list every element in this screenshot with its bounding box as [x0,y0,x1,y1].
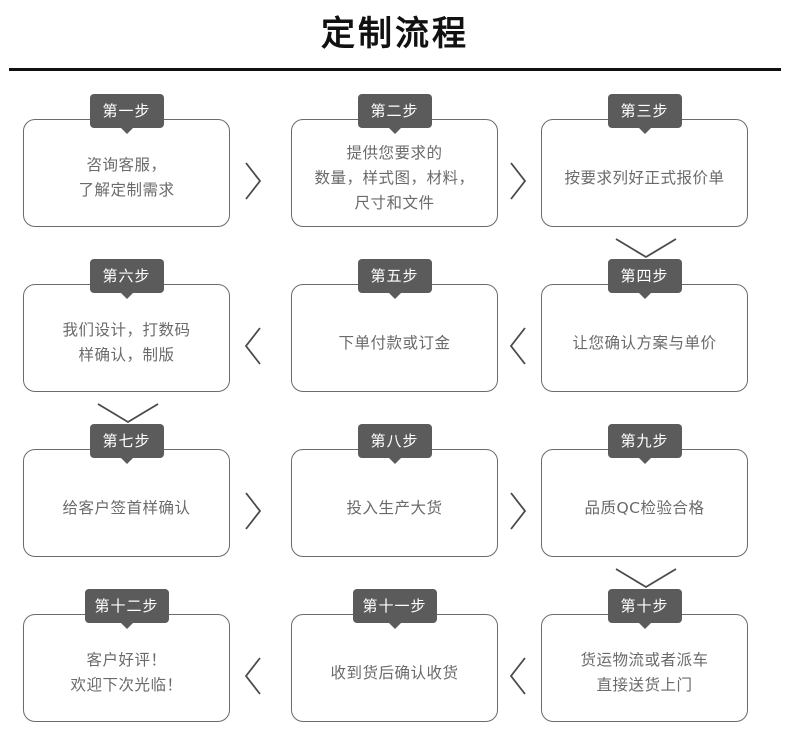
flow-row-2: 第六步 我们设计，打数码 样确认，制版 第五步 下单付款或订金 [0,259,790,424]
step-number-label: 第三步 [620,102,669,120]
page-header: 定制流程 [0,0,790,71]
step-text-line: 欢迎下次光临！ [70,676,183,694]
step-number-label: 第二步 [370,102,419,120]
step-card-body: 按要求列好正式报价单 [541,119,748,227]
step-card-outline [291,614,498,722]
connector-chevron-down [90,398,166,428]
step-card-6[interactable]: 第六步 我们设计，打数码 样确认，制版 [23,259,230,392]
step-text-line: 投入生产大货 [346,498,443,517]
step-card-body: 投入生产大货 [291,449,498,557]
step-card-12[interactable]: 第十二步 客户好评！ 欢迎下次光临！ [23,589,230,722]
connector-chevron-left [240,654,266,698]
step-card-outline [23,119,230,227]
step-card-outline [291,449,498,557]
step-number-label: 第四步 [620,267,669,285]
step-number-tab: 第七步 [89,424,164,464]
step-number-tab: 第三步 [607,94,682,134]
step-card-1[interactable]: 第一步 咨询客服， 了解定制需求 [23,94,230,227]
step-card-body: 下单付款或订金 [291,284,498,392]
connector-chevron-right [240,489,266,533]
step-text-line: 让您确认方案与单价 [572,333,717,352]
step-card-body: 咨询客服， 了解定制需求 [23,119,230,227]
step-card-body: 我们设计，打数码 样确认，制版 [23,284,230,392]
step-text-line: 给客户签首样确认 [62,498,191,517]
step-text-line: 按要求列好正式报价单 [564,168,725,187]
step-number-tab: 第十一步 [352,589,437,629]
step-number-tab: 第五步 [357,259,432,299]
flow-row-3: 第七步 给客户签首样确认 第八步 投入生产大货 第九步 [0,424,790,589]
step-text-line: 提供您要求的 [346,143,443,162]
step-text-line: 货运物流或者派车 [580,651,709,669]
step-card-outline [23,449,230,557]
step-card-9[interactable]: 第九步 品质QC检验合格 [541,424,748,557]
step-card-2[interactable]: 第二步 提供您要求的 数量，样式图，材料， 尺寸和文件 [291,94,498,227]
step-number-label: 第十二步 [94,597,159,615]
step-card-11[interactable]: 第十一步 收到货后确认收货 [291,589,498,722]
connector-chevron-right [505,159,531,203]
connector-chevron-down [608,563,684,593]
flow-row-4: 第十二步 客户好评！ 欢迎下次光临！ 第十一步 收到货后确认收货 [0,589,790,732]
connector-chevron-right [505,489,531,533]
page-title: 定制流程 [321,14,469,54]
step-number-label: 第十一步 [362,597,427,615]
flow-row-1: 第一步 咨询客服， 了解定制需求 第二步 提供您要求的 数量，样式图，材料， 尺… [0,94,790,259]
step-number-label: 第十步 [620,597,669,615]
step-card-4[interactable]: 第四步 让您确认方案与单价 [541,259,748,392]
step-text-line: 直接送货上门 [596,676,693,694]
step-card-body: 货运物流或者派车 直接送货上门 [541,614,748,722]
step-number-label: 第八步 [370,432,419,450]
step-card-10[interactable]: 第十步 货运物流或者派车 直接送货上门 [541,589,748,722]
step-card-3[interactable]: 第三步 按要求列好正式报价单 [541,94,748,227]
step-text-line: 数量，样式图，材料， [314,168,475,187]
step-card-outline [541,614,748,722]
step-number-tab: 第一步 [89,94,164,134]
step-card-7[interactable]: 第七步 给客户签首样确认 [23,424,230,557]
step-card-outline [541,119,748,227]
step-text-line: 收到货后确认收货 [330,663,459,682]
step-number-tab: 第四步 [607,259,682,299]
connector-chevron-right [240,159,266,203]
step-text-line: 咨询客服， [86,156,167,174]
step-number-label: 第五步 [370,267,419,285]
step-text-line: 客户好评！ [86,651,167,669]
step-number-label: 第六步 [102,267,151,285]
step-number-tab: 第十二步 [84,589,169,629]
connector-chevron-left [240,324,266,368]
step-text-line: 品质QC检验合格 [584,498,705,517]
step-card-body: 让您确认方案与单价 [541,284,748,392]
step-text-line: 下单付款或订金 [338,333,451,352]
step-number-tab: 第二步 [357,94,432,134]
step-number-tab: 第九步 [607,424,682,464]
connector-chevron-left [505,324,531,368]
step-card-body: 给客户签首样确认 [23,449,230,557]
connector-chevron-down [608,233,684,263]
process-flowchart: 第一步 咨询客服， 了解定制需求 第二步 提供您要求的 数量，样式图，材料， 尺… [0,71,790,751]
step-number-tab: 第十步 [607,589,682,629]
connector-chevron-left [505,654,531,698]
step-number-label: 第九步 [620,432,669,450]
title-divider [9,68,781,71]
step-card-body: 客户好评！ 欢迎下次光临！ [23,614,230,722]
step-card-outline [23,614,230,722]
step-number-tab: 第八步 [357,424,432,464]
step-card-body: 收到货后确认收货 [291,614,498,722]
step-card-8[interactable]: 第八步 投入生产大货 [291,424,498,557]
step-text-line: 了解定制需求 [78,181,175,199]
step-number-label: 第七步 [102,432,151,450]
step-card-5[interactable]: 第五步 下单付款或订金 [291,259,498,392]
step-card-outline [291,119,498,227]
step-card-body: 提供您要求的 数量，样式图，材料， 尺寸和文件 [291,119,498,227]
step-text-line: 我们设计，打数码 [62,321,191,339]
step-card-outline [541,449,748,557]
step-text-line: 尺寸和文件 [354,193,435,212]
step-card-body: 品质QC检验合格 [541,449,748,557]
step-text-line: 样确认，制版 [78,346,175,364]
step-number-label: 第一步 [102,102,151,120]
step-number-tab: 第六步 [89,259,164,299]
